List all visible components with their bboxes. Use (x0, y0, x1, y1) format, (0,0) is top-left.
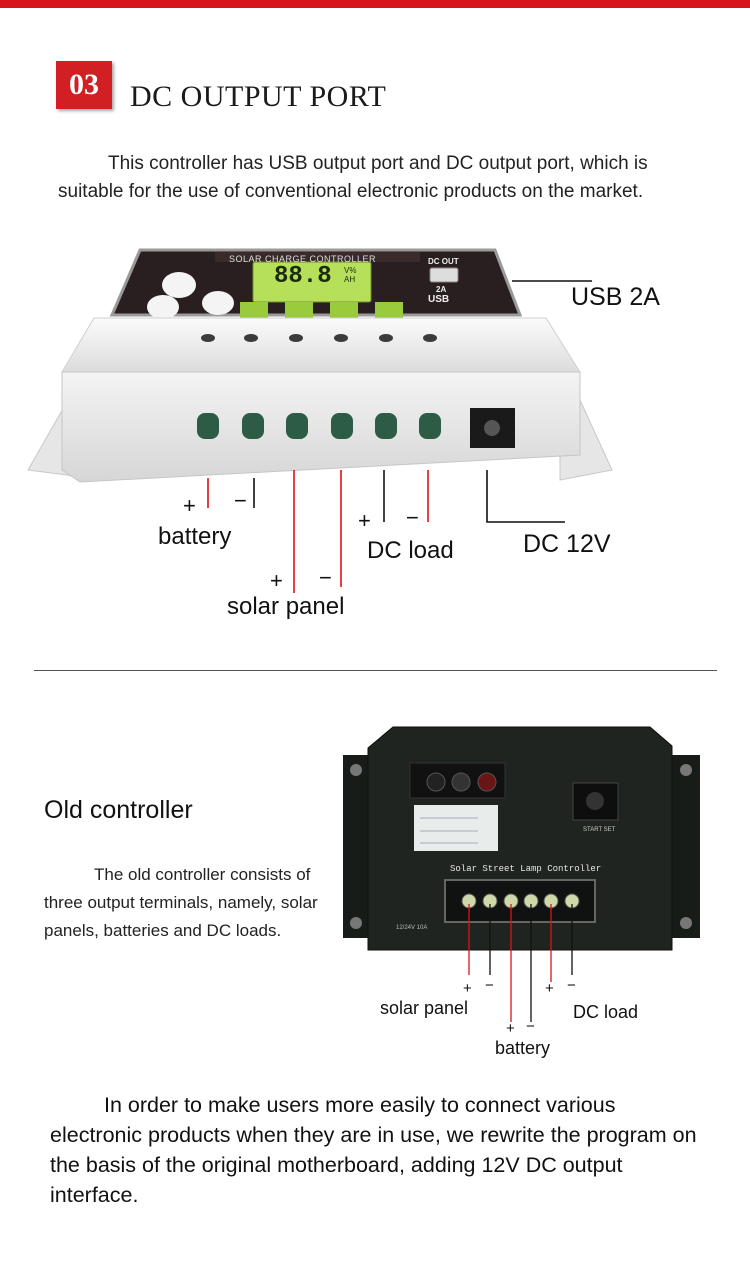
lcd-reading: 88.8 (274, 263, 332, 290)
old-start-label: START SET (583, 827, 616, 833)
old-load-minus-sign: − (567, 977, 576, 994)
dc-out-label: DC OUT (428, 257, 459, 266)
old-left-bracket (343, 755, 372, 938)
new-controller-illustration (27, 248, 613, 593)
solar-plus-sign: + (270, 568, 283, 593)
old-battery-callout: battery (495, 1038, 551, 1058)
old-right-bracket (668, 755, 700, 938)
panel-button-top (162, 272, 196, 298)
closing-paragraph: In order to make users more easily to co… (50, 1093, 697, 1207)
terminal-battery-plus (197, 413, 219, 439)
old-label-sticker (414, 805, 498, 851)
section-number-badge: 03 (56, 61, 112, 109)
usb-port (429, 267, 459, 283)
old-load-plus-sign: + (545, 980, 554, 997)
top-accent-bar (0, 0, 750, 8)
old-controller-heading: Old controller (44, 796, 193, 824)
solar-panel-callout: solar panel (227, 593, 345, 620)
old-rating-label: 12/24V 10A (396, 925, 428, 931)
dc-12v-callout: DC 12V (523, 530, 611, 558)
old-battery-minus-sign: − (526, 1018, 535, 1035)
terminal-battery-minus (242, 413, 264, 439)
old-solar-minus-sign: − (485, 977, 494, 994)
terminal-load-minus (419, 413, 441, 439)
old-solar-panel-callout: solar panel (380, 998, 469, 1018)
housing-front (61, 371, 581, 483)
dc-load-minus-sign: − (406, 505, 419, 530)
panel-button-left (147, 295, 179, 319)
usb-port-label: USB (428, 294, 450, 305)
terminal-solar-plus (286, 413, 308, 439)
lcd-units: V% AH (344, 266, 357, 284)
dc-load-callout: DC load (367, 537, 454, 564)
old-battery-plus-sign: + (506, 1020, 515, 1037)
terminal-solar-minus (331, 413, 353, 439)
terminal-load-plus (375, 413, 397, 439)
section-divider (34, 670, 717, 671)
battery-plus-sign: + (183, 493, 196, 518)
section-title: DC OUTPUT PORT (130, 80, 387, 113)
intro-paragraph: This controller has USB output port and … (58, 153, 648, 202)
old-dc-load-callout: DC load (573, 1002, 639, 1022)
panel-title-text: SOLAR CHARGE CONTROLLER (229, 254, 377, 264)
usb-2a-callout: USB 2A (571, 283, 660, 311)
dc-out-rating: 2A (436, 285, 447, 294)
dc-load-plus-sign: + (358, 508, 371, 533)
battery-callout: battery (158, 523, 232, 550)
battery-minus-sign: − (234, 488, 247, 513)
old-solar-plus-sign: + (463, 980, 472, 997)
old-device-title: Solar Street Lamp Controller (450, 864, 602, 874)
panel-button-right (202, 291, 234, 315)
old-controller-description: The old controller consists of three out… (44, 865, 318, 940)
solar-minus-sign: − (319, 565, 332, 590)
